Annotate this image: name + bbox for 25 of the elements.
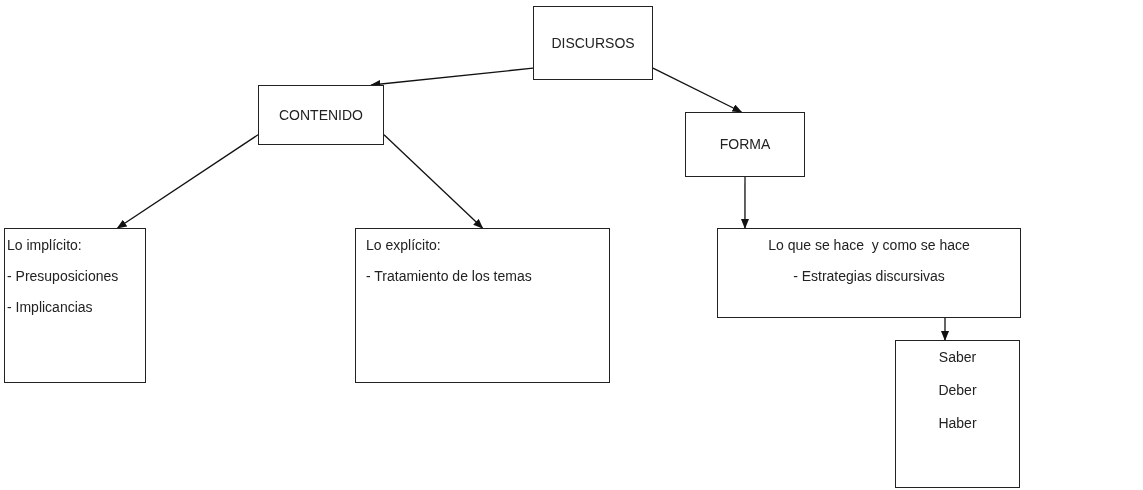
box-text: Deber: [938, 381, 977, 400]
text-box: [895, 340, 1020, 488]
text-box: [717, 228, 1021, 318]
box-text: Lo implícito:: [7, 236, 82, 255]
arrow: [941, 317, 949, 341]
box-text: CONTENIDO: [279, 105, 363, 125]
box-text: - Tratamiento de los temas: [366, 267, 532, 286]
box-text: Haber: [938, 414, 977, 433]
arrow: [383, 134, 484, 229]
box-text: DISCURSOS: [551, 33, 635, 53]
box-text: - Estrategias discursivas: [793, 267, 945, 286]
arrow: [740, 176, 749, 229]
box-text: - Presuposiciones: [7, 267, 119, 286]
box-text: Lo explícito:: [366, 236, 441, 255]
box-text: Lo que se hace y como se hace: [768, 236, 970, 255]
arrow: [652, 67, 743, 113]
text-box: [4, 228, 146, 383]
box-text: Saber: [938, 348, 977, 367]
text-box: [533, 6, 653, 80]
text-box: [685, 112, 805, 177]
box-text: FORMA: [719, 135, 771, 154]
text-box: [355, 228, 610, 383]
box-text: - Implicancias: [7, 298, 93, 317]
arrow: [116, 134, 259, 229]
text-box: [258, 85, 384, 145]
